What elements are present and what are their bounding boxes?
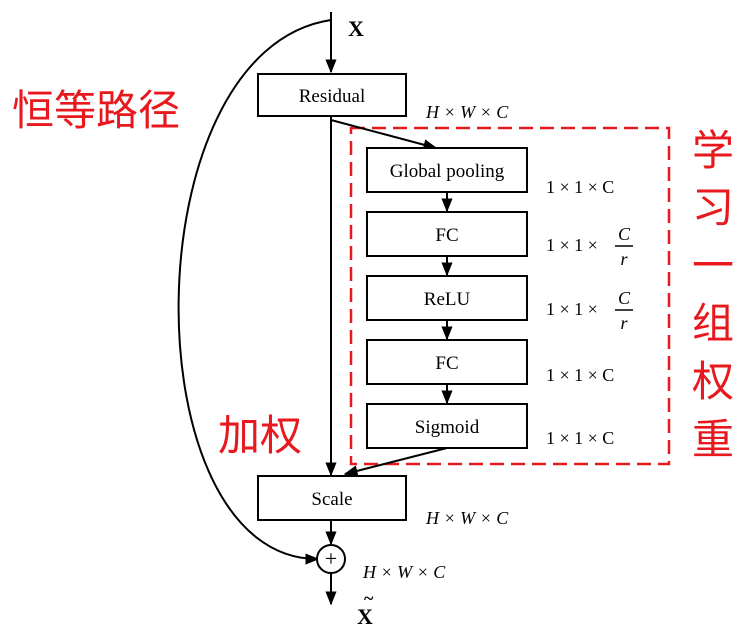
weighting-annotation: 加权 [218,411,302,460]
pool-dim: 1 × 1 × C [546,177,614,197]
sigmoid-to-scale-arrow [343,447,448,477]
sum-symbol: + [325,546,337,571]
relu-dim-prefix: 1 × 1 × [546,299,598,319]
global-pooling-block [366,147,528,193]
relu-dim-numerator: C [618,288,631,308]
input-label: X [348,16,364,41]
residual-label: Residual [299,86,366,107]
fc2-dim: 1 × 1 × C [546,365,614,385]
identity-path-annotation: 恒等路径 [12,86,180,135]
learn-weights-char: 重 [692,415,734,464]
scale-block [257,475,407,521]
learn-weights-region [349,126,671,466]
fc2-block [366,339,528,385]
scale-label: Scale [311,489,352,510]
sigmoid-dim: 1 × 1 × C [546,428,614,448]
output-tilde: ~ [364,588,374,608]
relu-label: ReLU [424,289,471,310]
fc1-dim-prefix: 1 × 1 × [546,235,598,255]
output-label: X [357,604,373,629]
identity-path-curve [177,19,332,565]
sum-node [316,544,346,574]
fc2-label: FC [435,353,458,374]
fc1-dim-numerator: C [618,224,631,244]
residual-dim: H × W × C [425,102,509,122]
learn-weights-char: 权 [692,357,734,406]
learn-weights-char: 一 [692,241,734,290]
global-pooling-label: Global pooling [390,161,505,182]
learn-weights-char: 习 [692,183,734,232]
residual-block [257,73,407,117]
branch-arrow [330,119,438,151]
fc1-block [366,211,528,257]
relu-dim-denominator: r [620,313,628,333]
sum-dim: H × W × C [362,562,446,582]
learn-weights-annotation: 学 习 一 组 权 重 [692,126,734,464]
learn-weights-char: 学 [692,126,734,175]
sigmoid-label: Sigmoid [415,417,480,438]
fc1-label: FC [435,225,458,246]
scale-dim: H × W × C [425,508,509,528]
learn-weights-char: 组 [692,299,734,348]
fc1-dim-denominator: r [620,249,628,269]
